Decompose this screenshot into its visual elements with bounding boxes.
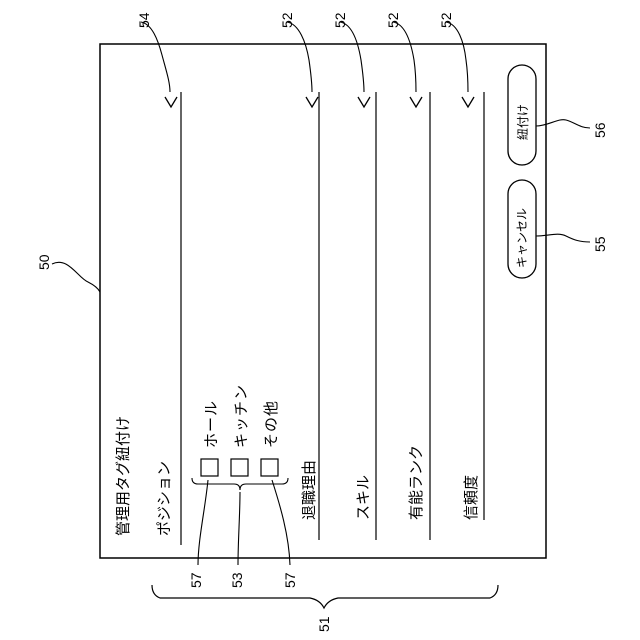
- leader-56: [536, 120, 590, 128]
- option-kitchen-label: キッチン: [230, 384, 251, 448]
- leader-52-b: [340, 22, 364, 92]
- checkbox-hall[interactable]: [201, 459, 218, 476]
- ref-56: 56: [592, 122, 608, 138]
- leader-54: [141, 22, 170, 92]
- position-label: ポジション: [153, 461, 174, 536]
- input-area-brace: [152, 585, 498, 608]
- skill-label: スキル: [352, 475, 373, 520]
- leader-57-left: [198, 480, 208, 565]
- leader-50: [52, 262, 100, 292]
- capability-rank-chevron-down-icon[interactable]: [410, 97, 422, 107]
- option-hall-label: ホール: [200, 400, 221, 448]
- leader-52-a: [287, 22, 312, 92]
- cancel-button-label[interactable]: キャンセル: [513, 208, 530, 268]
- ref-50: 50: [36, 254, 52, 270]
- leader-53: [238, 492, 240, 565]
- leader-55: [536, 234, 590, 242]
- ref-51: 51: [316, 616, 332, 632]
- leader-52-c: [393, 22, 416, 92]
- leader-52-d: [446, 22, 468, 92]
- option-other-label: その他: [260, 400, 281, 448]
- ref-52-c: 52: [385, 12, 401, 28]
- ref-54: 54: [136, 12, 152, 28]
- retirement-reason-label: 退職理由: [298, 460, 319, 520]
- ref-57-right: 57: [282, 572, 298, 588]
- ref-57-left: 57: [188, 572, 204, 588]
- leader-57-right: [272, 480, 290, 565]
- dialog-title: 管理用タグ紐付け: [112, 416, 133, 536]
- ref-52-b: 52: [332, 12, 348, 28]
- reliability-chevron-down-icon[interactable]: [462, 97, 474, 107]
- capability-rank-label: 有能ランク: [405, 445, 426, 520]
- checkbox-kitchen[interactable]: [231, 459, 248, 476]
- ref-55: 55: [592, 236, 608, 252]
- link-button-label[interactable]: 紐付け: [514, 104, 531, 140]
- retirement-reason-chevron-down-icon[interactable]: [306, 97, 318, 107]
- skill-chevron-down-icon[interactable]: [358, 97, 370, 107]
- position-chevron-up-icon[interactable]: [165, 97, 177, 107]
- reliability-label: 信頼度: [460, 475, 481, 520]
- ref-53: 53: [229, 572, 245, 588]
- ref-52-a: 52: [279, 12, 295, 28]
- checkbox-other[interactable]: [261, 459, 278, 476]
- ref-52-d: 52: [438, 12, 454, 28]
